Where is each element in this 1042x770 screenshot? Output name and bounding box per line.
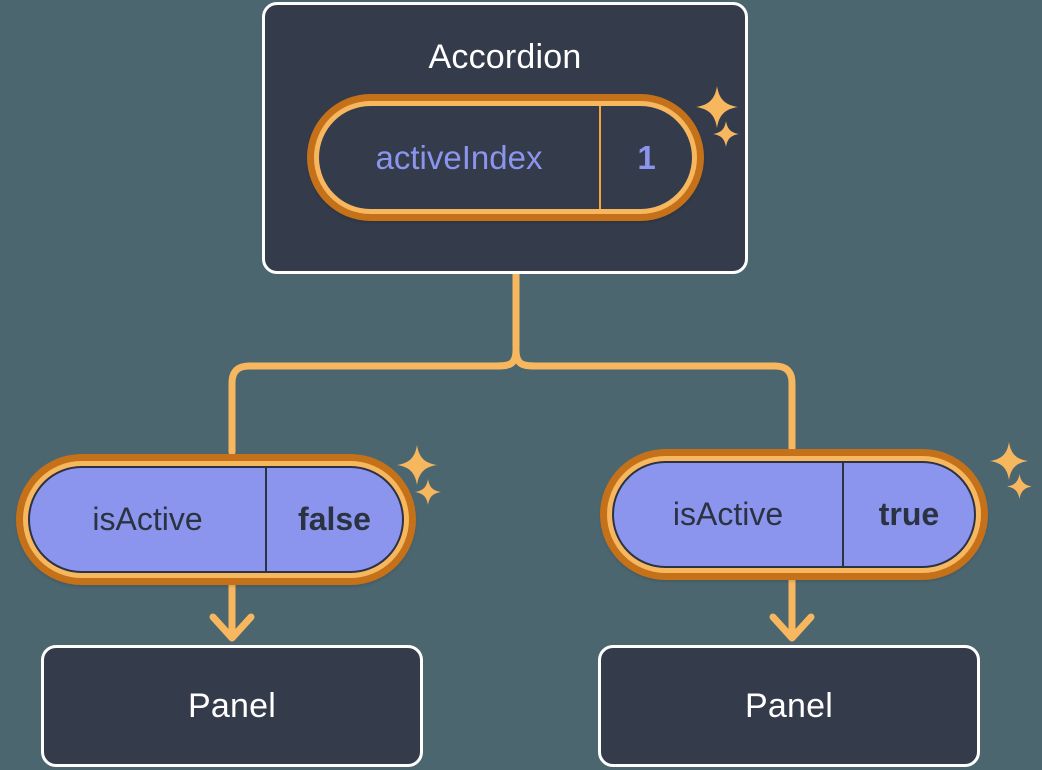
arrow-down-icon-right [769,613,815,642]
arrow-down-icon-left [209,613,255,642]
pill-inner-ring: isActive true [607,456,981,573]
prop-key-label: isActive [614,463,844,566]
prop-value-label: true [878,496,940,532]
prop-key-label: isActive [30,468,267,571]
state-value-label: 1 [637,138,656,176]
sparkle-icon-left-small [414,478,442,506]
state-pill-activeindex[interactable]: activeIndex 1 [307,94,704,221]
sparkle-icon-right-large [988,440,1030,482]
state-pill-isactive-left[interactable]: isActive false [16,454,416,585]
state-pill-isactive-right[interactable]: isActive true [600,449,988,580]
prop-value-label: false [298,501,371,537]
component-node-panel-right[interactable]: Panel [598,645,980,767]
state-key-label: activeIndex [319,106,601,209]
pill-body: isActive false [28,466,404,573]
pill-body: isActive true [612,461,976,568]
connector-branch-right [512,346,796,456]
connector-branch-left [228,346,520,456]
pill-inner-ring: activeIndex 1 [314,101,697,214]
component-node-panel-left[interactable]: Panel [41,645,423,767]
panel-title: Panel [188,686,276,725]
pill-body: activeIndex 1 [319,106,692,209]
sparkle-icon-right-small [1006,473,1033,500]
panel-title: Panel [745,686,833,725]
accordion-title: Accordion [428,38,582,76]
pill-inner-ring: isActive false [23,461,409,578]
